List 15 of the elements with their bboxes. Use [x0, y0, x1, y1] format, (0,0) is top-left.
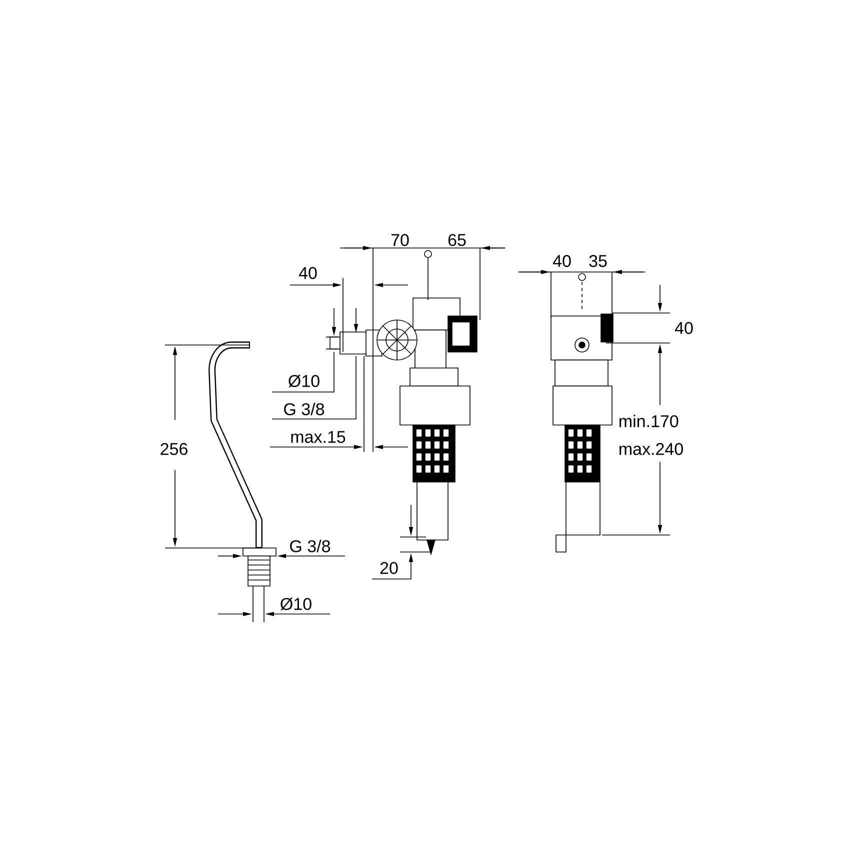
dimension-label: 40 [552, 254, 571, 268]
dimension-label: 70 [391, 234, 409, 246]
dimension-label: 40 [674, 322, 693, 334]
dimension-label: G 3/8 [284, 402, 324, 416]
dimension-label: 40 [298, 266, 317, 280]
dimension-label: Ø10 [288, 374, 320, 388]
dimension-label: 65 [448, 234, 466, 246]
dimension-label: max.15 [291, 431, 346, 443]
dimension-label: max.240 [620, 442, 683, 456]
dimension-label: Ø10 [280, 598, 312, 610]
dimension-label: 256 [160, 442, 188, 456]
dimension-label: 35 [589, 254, 607, 268]
dimension-label: min.170 [620, 414, 678, 428]
dimension-label: 20 [380, 562, 398, 574]
dimension-label: G 3/8 [290, 540, 330, 552]
